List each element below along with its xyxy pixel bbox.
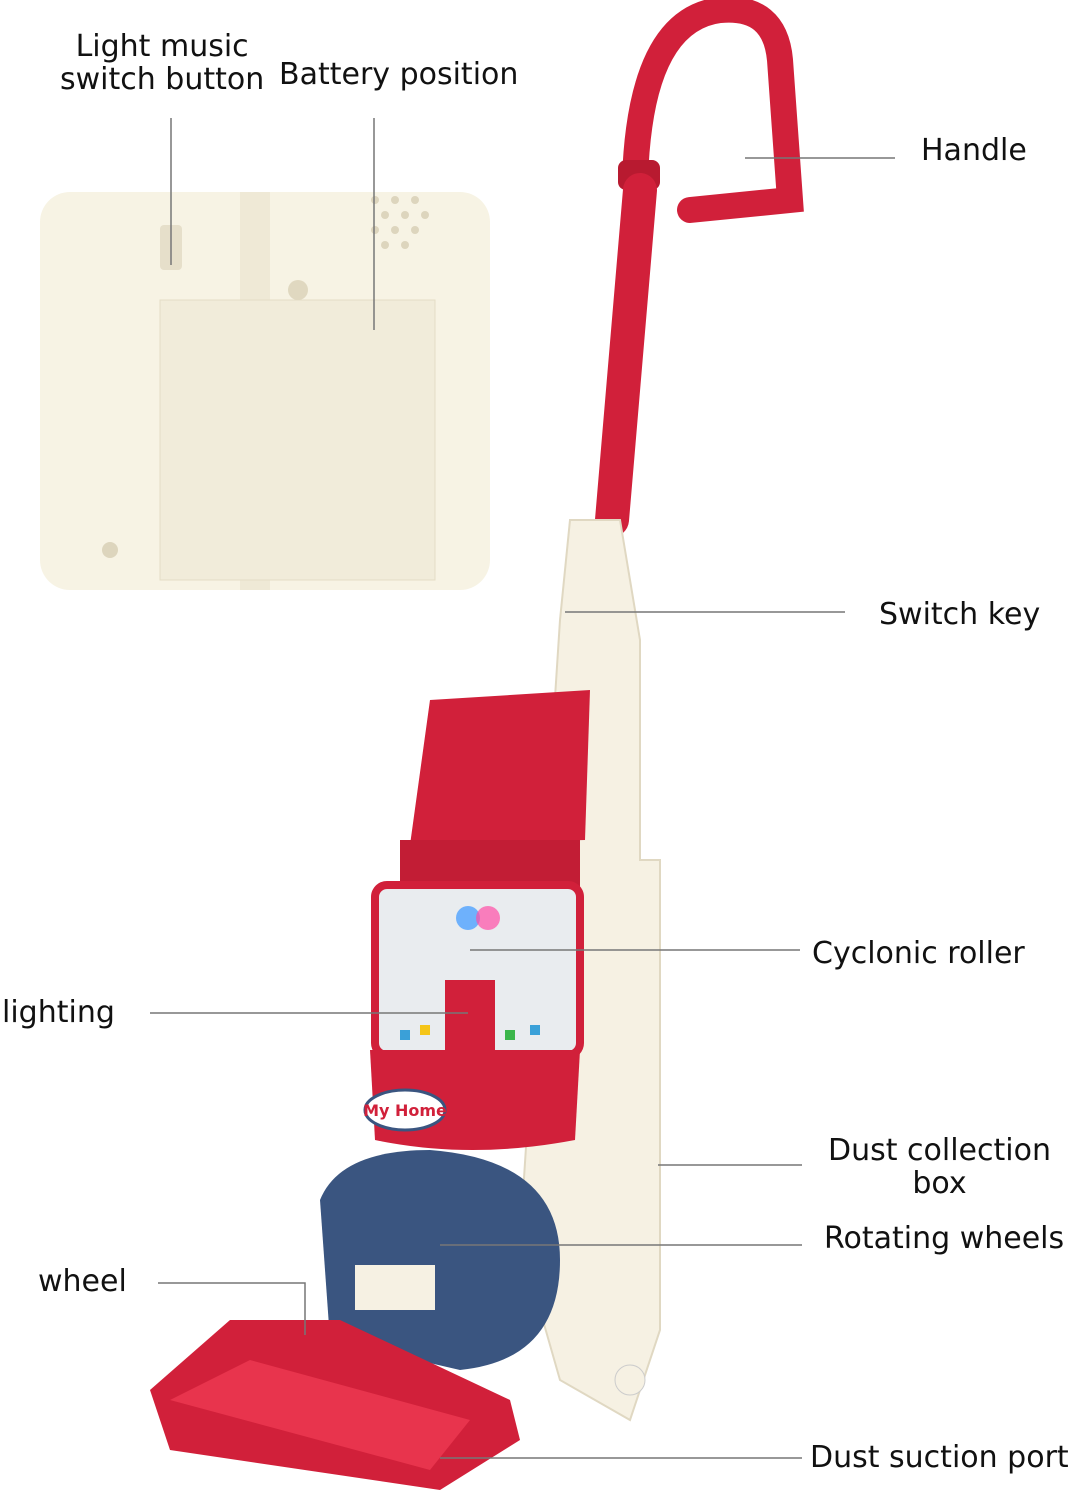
- my-home-logo: [363, 1088, 447, 1132]
- label-wheel: wheel: [38, 1264, 127, 1299]
- label-line-2: box: [912, 1166, 967, 1201]
- label-light-music-switch: Light music switch button: [60, 30, 264, 96]
- label-handle: Handle: [921, 133, 1027, 168]
- rotating-ball: [320, 1150, 560, 1370]
- cyclone-head: [410, 690, 590, 845]
- label-battery-position: Battery position: [279, 57, 519, 92]
- label-dust-collection-box: Dust collection box: [828, 1134, 1051, 1200]
- battery-compartment-inset: [40, 192, 490, 590]
- label-dust-suction-port: Dust suction port: [810, 1440, 1069, 1475]
- svg-text:My Home: My Home: [363, 1101, 447, 1120]
- label-line-1: Light music: [75, 29, 249, 64]
- label-line-2: switch button: [60, 62, 265, 97]
- label-switch-key: Switch key: [879, 597, 1041, 632]
- label-lighting: lighting: [2, 995, 115, 1030]
- label-line-1: Dust collection: [828, 1133, 1051, 1168]
- pole: [595, 173, 657, 537]
- label-rotating-wheels: Rotating wheels: [824, 1221, 1065, 1256]
- label-cyclonic-roller: Cyclonic roller: [812, 936, 1025, 971]
